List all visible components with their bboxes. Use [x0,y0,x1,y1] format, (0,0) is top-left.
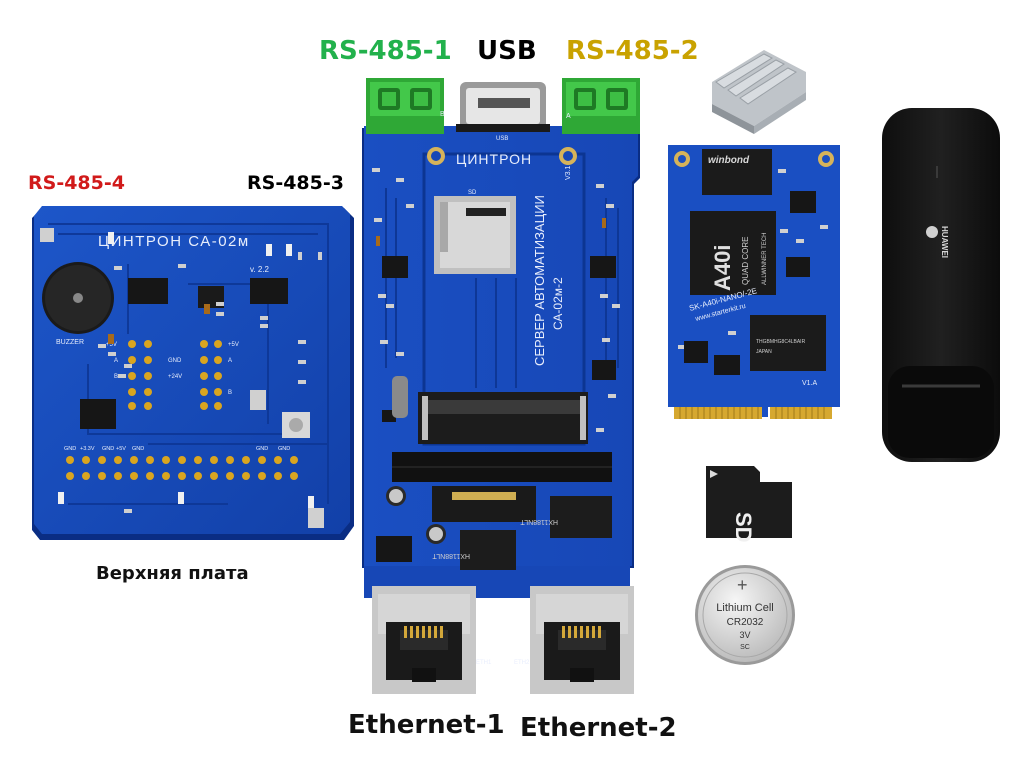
pin-label-3: B [114,374,118,380]
terminal-rs485-1: B [366,78,445,134]
eth1-silk: ETH1 [476,660,492,666]
chip-u9 [250,278,288,304]
som-module: winbond A40i QUAD CORE ALLWINNER TECH SK… [668,145,840,419]
ram-chip: winbond [702,149,772,195]
header-label-4: +5V [116,446,126,452]
header-label-5: GND [132,446,144,452]
cpu-name: A40i [710,245,735,291]
cpu-sub: QUAD CORE [741,237,750,285]
rj45-ethernet-2 [530,586,634,694]
pin-label-7: A [228,358,232,364]
main-board-title-1: СЕРВЕР АВТОМАТИЗАЦИИ [532,195,547,366]
magnetics-hx1188-2: HX1188NLT [520,496,612,538]
buzzer-component: BUZZER [42,262,114,346]
pin-label-5: +24V [168,374,182,380]
pin-label-2: A [114,358,118,364]
usb-c-port [392,376,408,418]
terminal-left-silk: B [440,111,445,118]
microsd-card: SD [706,466,792,542]
emmc-sub: JAPAN [756,349,772,355]
chip-u8 [80,399,116,429]
top-board-brand: ЦИНТРОН СА-02м [98,233,250,250]
cpu-chip: A40i QUAD CORE ALLWINNER TECH [690,211,776,295]
buzzer-label: BUZZER [56,339,84,346]
battery-plus: + [737,575,748,595]
eth2-silk: ETH2 [514,660,530,666]
rj45-ethernet-1 [372,586,476,694]
reset-button-sw1 [282,412,310,438]
pin-label-4: GND [168,358,182,364]
chip-hx1188-2-label: HX1188NLT [520,518,558,525]
sd-silk: SD [468,190,477,196]
label-rs485-3: RS-485-3 [247,172,344,194]
main-board-version: V3.1 [565,165,572,180]
label-top-board: Верхняя плата [96,563,249,584]
battery-line3: 3V [739,630,750,640]
sd-card-slot: SD [434,190,516,274]
header-label-2: +3.3V [80,446,95,452]
label-ethernet-1: Ethernet-1 [348,710,505,740]
main-board-brand: ЦИНТРОН [456,151,532,167]
emmc-chip: THGBMHG8C4LBAIR JAPAN [750,315,826,371]
terminal-right-silk: A [566,113,571,120]
label-rs485-4: RS-485-4 [28,172,125,194]
chip-hx1188-1-label: HX1188NLT [432,552,470,559]
mini-pcie-socket [418,392,588,444]
terminal-rs485-2: A [562,78,640,134]
label-rs485-2: RS-485-2 [566,36,699,66]
ram-brand: winbond [708,155,750,166]
pin-label-8: B [228,390,232,396]
label-rs485-1: RS-485-1 [319,36,452,66]
chip-u7 [128,278,168,304]
main-board: ЦИНТРОН V3.1 SD СЕРВЕР АВТОМАТИЗАЦИИ СА-… [362,78,640,694]
header-label-6: GND [256,446,268,452]
label-ethernet-2: Ethernet-2 [520,713,677,743]
emmc-label: THGBMHG8C4LBAIR [756,339,806,345]
bottom-pin-header [66,456,298,480]
battery-line1: Lithium Cell [716,602,773,614]
main-pin-header [392,452,612,482]
heatsink [712,50,806,134]
microsd-brand: SD [731,512,756,542]
pin-label-1: +5V [106,342,117,348]
main-board-title-2: СА-02м-2 [551,277,565,330]
header-label-7: GND [278,446,290,452]
label-usb: USB [477,36,537,66]
modem-brand: HUAWEI [940,226,949,258]
magnetics-hx1188-1: HX1188NLT [432,530,516,570]
battery-line4: SC [740,644,750,651]
header-label-3: GND [102,446,114,452]
battery-line2: CR2032 [727,617,764,628]
top-board-version: v. 2.2 [250,265,270,274]
pin-label-6: +5V [228,342,239,348]
screw-pin-field [128,340,222,410]
usb-a-port: USB [456,82,550,142]
huawei-modem: HUAWEI [882,108,1000,462]
header-label-1: GND [64,446,76,452]
cpu-brand: ALLWINNER TECH [762,233,768,285]
som-rev: V1.A [802,380,818,387]
top-board: ЦИНТРОН СА-02м v. 2.2 BUZZER +5V A B GND… [32,206,354,540]
huawei-logo [926,226,938,238]
cr2032-battery: + Lithium Cell CR2032 3V SC [695,565,795,665]
usb-silk: USB [496,136,508,142]
